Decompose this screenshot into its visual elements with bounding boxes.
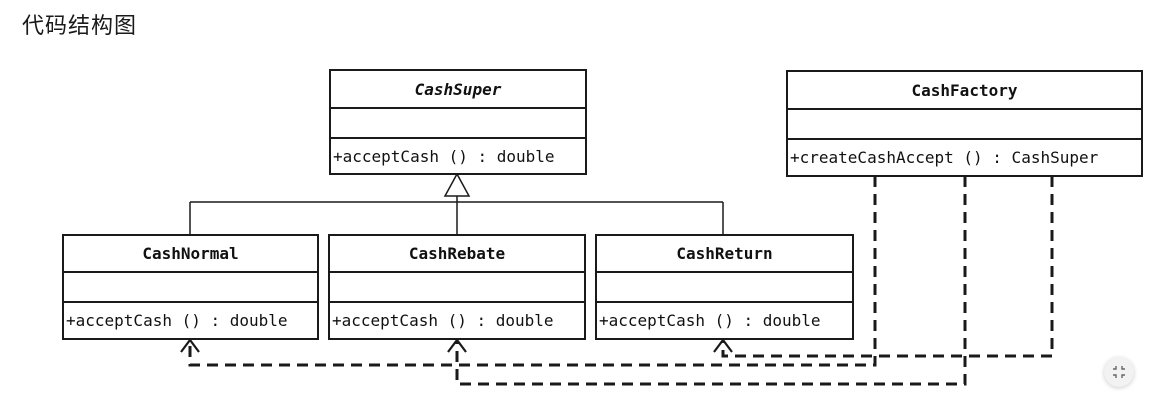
class-cashfactory: CashFactory +createCashAccept () : CashS… (786, 70, 1143, 177)
class-name: CashNormal (64, 236, 317, 273)
class-attributes (330, 273, 584, 303)
class-name: CashReturn (597, 236, 852, 273)
class-name: CashSuper (331, 71, 585, 109)
class-method: +acceptCash () : double (332, 311, 554, 330)
class-attributes (788, 110, 1141, 140)
generalization-arrowhead (443, 172, 471, 197)
class-method: +acceptCash () : double (599, 311, 821, 330)
class-attributes (64, 273, 317, 303)
page-title: 代码结构图 (22, 14, 138, 39)
class-name: CashRebate (330, 236, 584, 273)
class-attributes (331, 109, 585, 139)
class-attributes (597, 273, 852, 303)
dependency-arrowhead-cashrebate (447, 338, 467, 353)
dependency-arrowhead-cashreturn (713, 338, 733, 353)
class-name: CashFactory (788, 72, 1141, 110)
class-method: +acceptCash () : double (333, 146, 555, 166)
expand-button[interactable] (1104, 357, 1134, 387)
class-cashnormal: CashNormal +acceptCash () : double (62, 234, 319, 340)
generalization-lines (189, 196, 724, 234)
fullscreen-icon (1113, 366, 1125, 378)
class-cashrebate: CashRebate +acceptCash () : double (328, 234, 586, 340)
class-method: +createCashAccept () : CashSuper (790, 148, 1099, 167)
dependency-arrowhead-cashnormal (180, 338, 200, 353)
class-cashsuper: CashSuper +acceptCash () : double (329, 69, 587, 175)
class-method: +acceptCash () : double (66, 311, 288, 330)
class-cashreturn: CashReturn +acceptCash () : double (595, 234, 854, 340)
